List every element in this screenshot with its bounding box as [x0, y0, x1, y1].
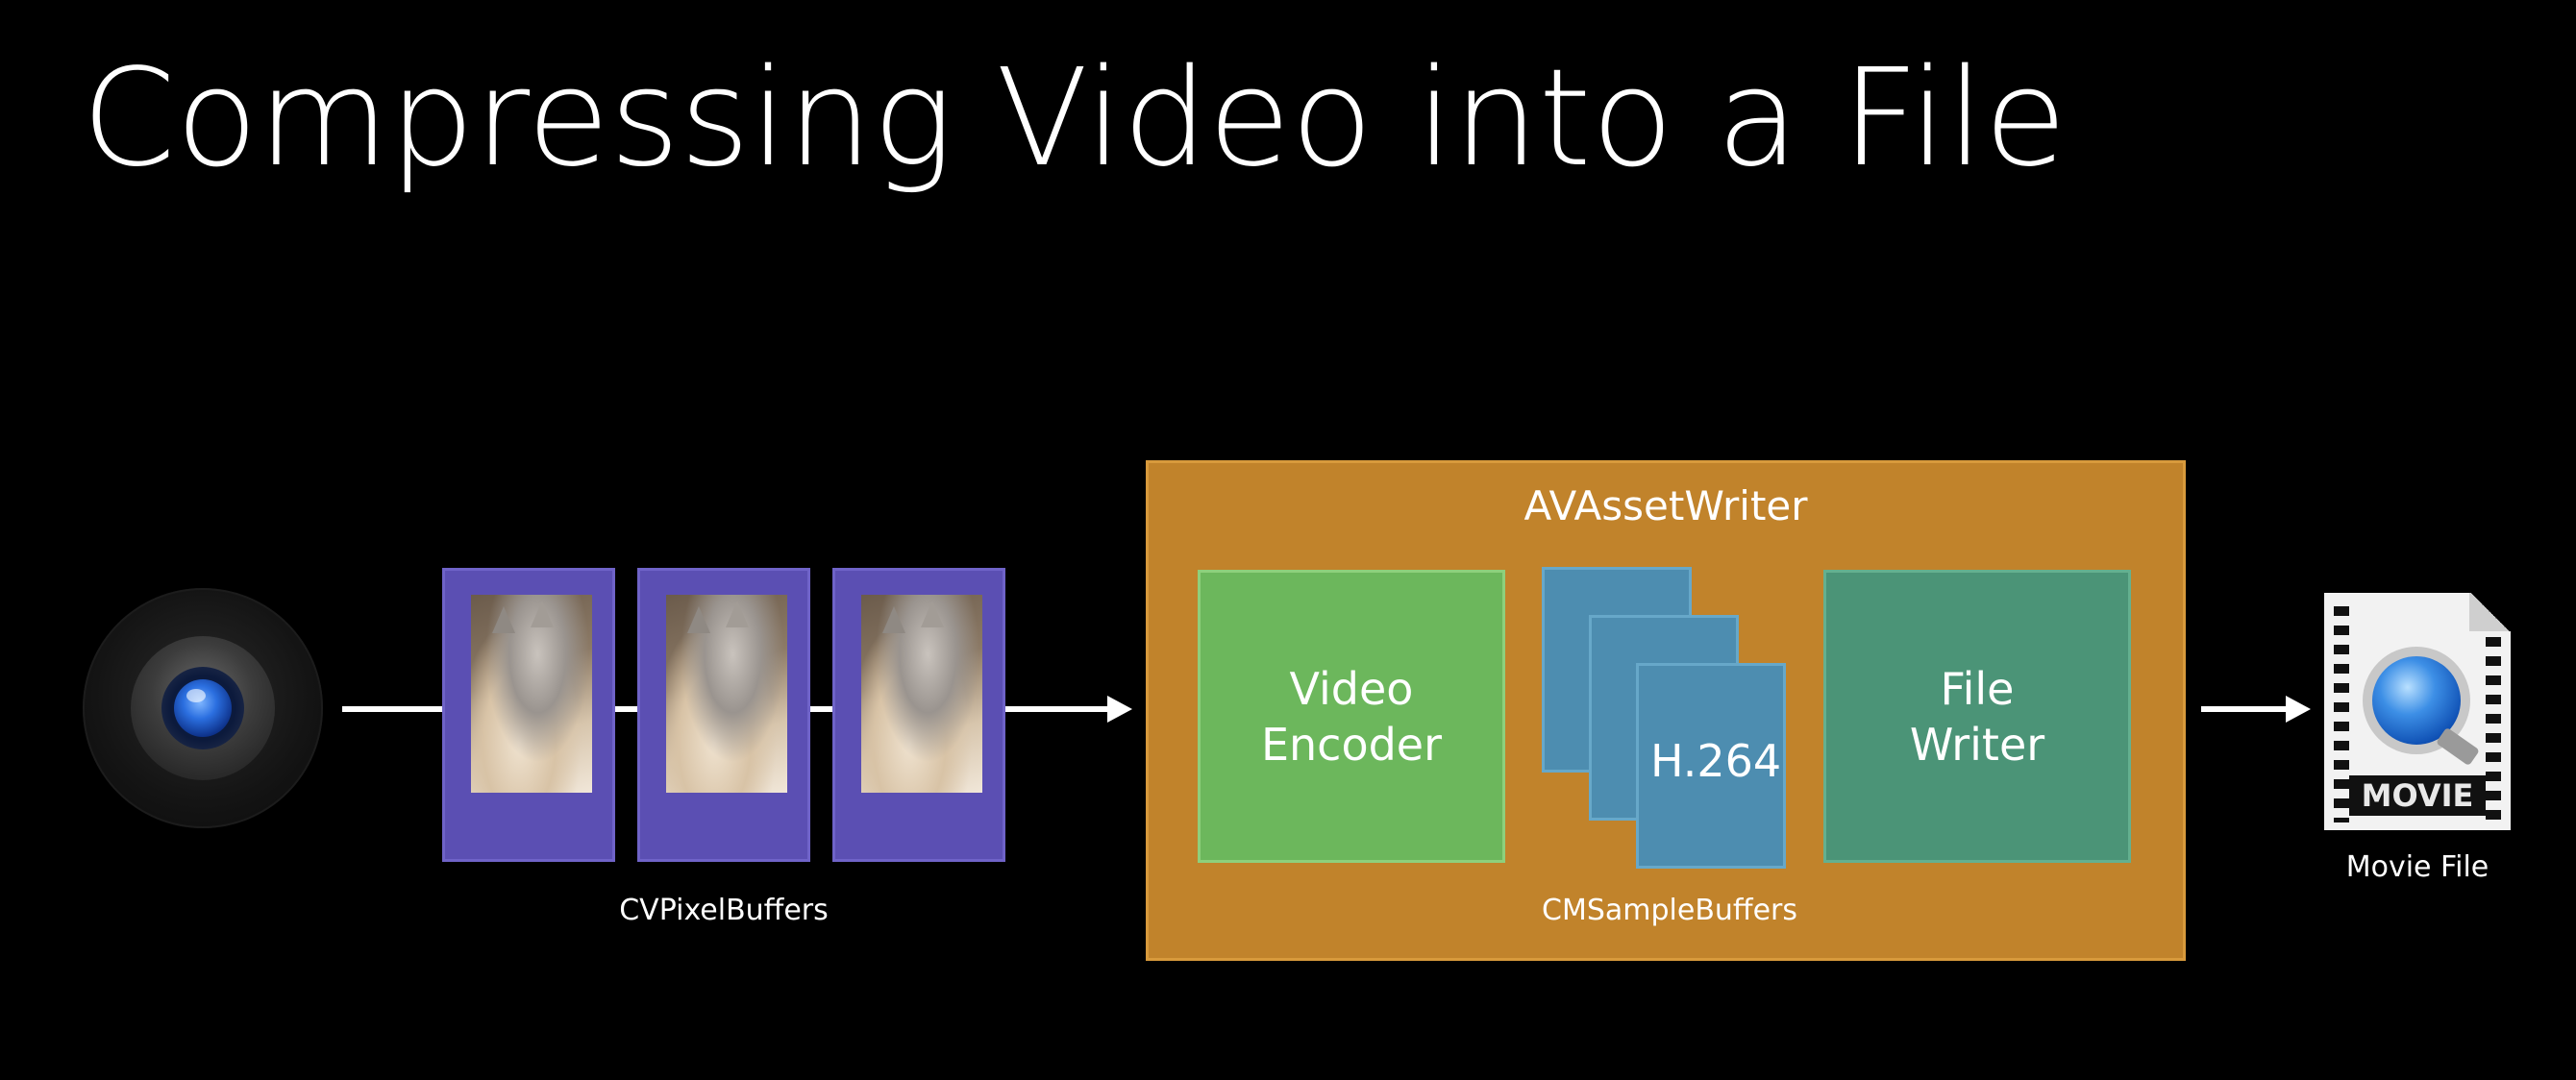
output-arrow-line [2201, 706, 2288, 712]
movie-file-label: Movie File [2345, 850, 2489, 884]
pixel-buffer-frame [637, 568, 810, 862]
asset-writer-title: AVAssetWriter [1523, 482, 1808, 529]
slide-title: Compressing Video into a File [82, 40, 2068, 197]
pixel-buffer-frame [832, 568, 1005, 862]
pixel-buffer-frame [442, 568, 615, 862]
output-arrowhead-icon [2286, 696, 2311, 723]
sample-buffers-label: CMSampleBuffers [1542, 894, 1798, 927]
cat-photo [471, 595, 592, 793]
movie-icon-text: MOVIE [2349, 775, 2486, 816]
camera-icon [83, 588, 323, 828]
pixel-buffers-label: CVPixelBuffers [619, 894, 829, 927]
input-arrowhead-icon [1107, 696, 1132, 723]
sample-buffer-frame: H.264 [1636, 663, 1786, 869]
movie-file-icon: MOVIE [2324, 593, 2511, 830]
h264-label: H.264 [1650, 735, 1782, 787]
cat-photo [861, 595, 982, 793]
cat-photo [666, 595, 787, 793]
